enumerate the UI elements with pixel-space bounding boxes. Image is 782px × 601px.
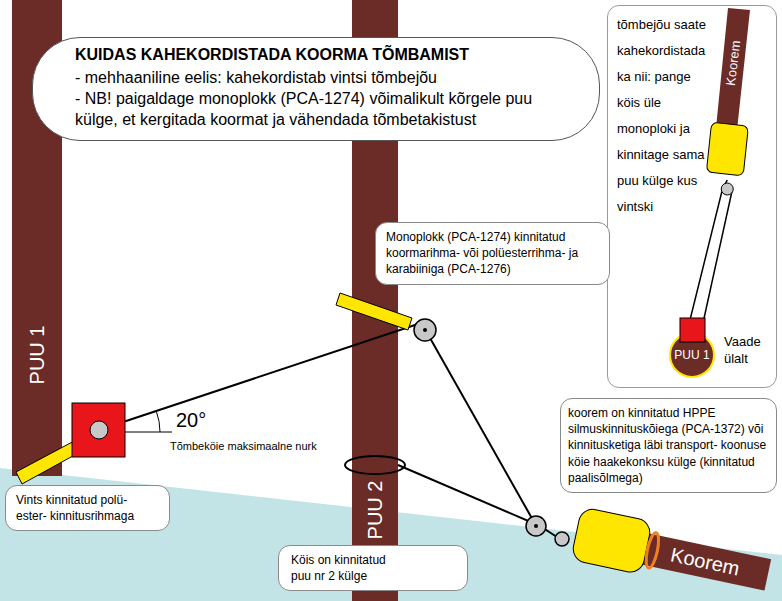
load-log: [716, 8, 750, 130]
load-shape: [707, 8, 752, 180]
rope-connector: [687, 180, 727, 332]
title-box: KUIDAS KAHEKORDISTADA KOORMA TÕMBAMIST - …: [32, 37, 600, 141]
callout-box: Monoplokk (PCA-1274) kinnitatud koormari…: [375, 222, 610, 285]
transport-cone: [571, 507, 653, 575]
load-pulley: [526, 516, 546, 536]
node-text: Monoplokk (PCA-1274) kinnitatud koormari…: [386, 229, 599, 278]
inset-panel: tõmbejõu saate kahekordistada ka nii: pa…: [607, 5, 777, 388]
tree-top-view: PUU 1: [669, 332, 715, 378]
load-log: Koorem: [540, 495, 776, 595]
node-text: PUU 2: [364, 481, 387, 540]
pulley-rope: [430, 338, 534, 522]
node-subtext: Vaade ülalt: [724, 334, 772, 368]
callout-box: Vints kinnitatud polü- ester- kinnitusri…: [5, 485, 170, 531]
load-shape: [540, 495, 776, 595]
winch-symbol: [72, 403, 125, 457]
pulley-symbol: [721, 183, 733, 195]
node-subtext: - mehhaaniline eelis: kahekordistab vint…: [75, 68, 579, 89]
node-text: PUU 1: [674, 348, 709, 362]
load-shackle-pulley: [555, 532, 569, 546]
node-text: Köis on kinnitatud puu nr 2 külge: [291, 552, 407, 584]
monoblock-pulley: [414, 319, 436, 341]
load-log: [639, 533, 771, 591]
callout-box: Köis on kinnitatud puu nr 2 külge: [278, 545, 468, 591]
inset-load-log: Koorem: [707, 8, 752, 180]
node-text: KUIDAS KAHEKORDISTADA KOORMA TÕMBAMIST: [75, 46, 579, 64]
callout-box: koorem on kinnitatud HPPE silmuskinnitus…: [560, 398, 777, 493]
transport-cone: [706, 122, 748, 176]
angle-label: 20°: [176, 409, 206, 432]
pulley-axle: [423, 328, 427, 332]
node-text: tõmbejõu saate kahekordistada ka nii: pa…: [617, 12, 713, 220]
winch-drum: [90, 421, 108, 439]
node-text: Vints kinnitatud polü- ester- kinnitusri…: [16, 492, 159, 524]
angle-reference-line: [110, 432, 172, 433]
node-text: koorem on kinnitatud HPPE silmuskinnitus…: [568, 405, 769, 486]
pulley-axle: [534, 524, 538, 528]
rope-connector: [398, 465, 540, 526]
note-label: Tõmbeköie maksimaalne nurk: [170, 440, 317, 452]
rope-line: [701, 190, 732, 332]
load-sling: [644, 532, 661, 569]
node-subtext: - NB! paigaldage monoplokk (PCA-1274) võ…: [75, 89, 579, 131]
angle-arc: [156, 412, 160, 433]
node-text: PUU 1: [26, 326, 49, 385]
